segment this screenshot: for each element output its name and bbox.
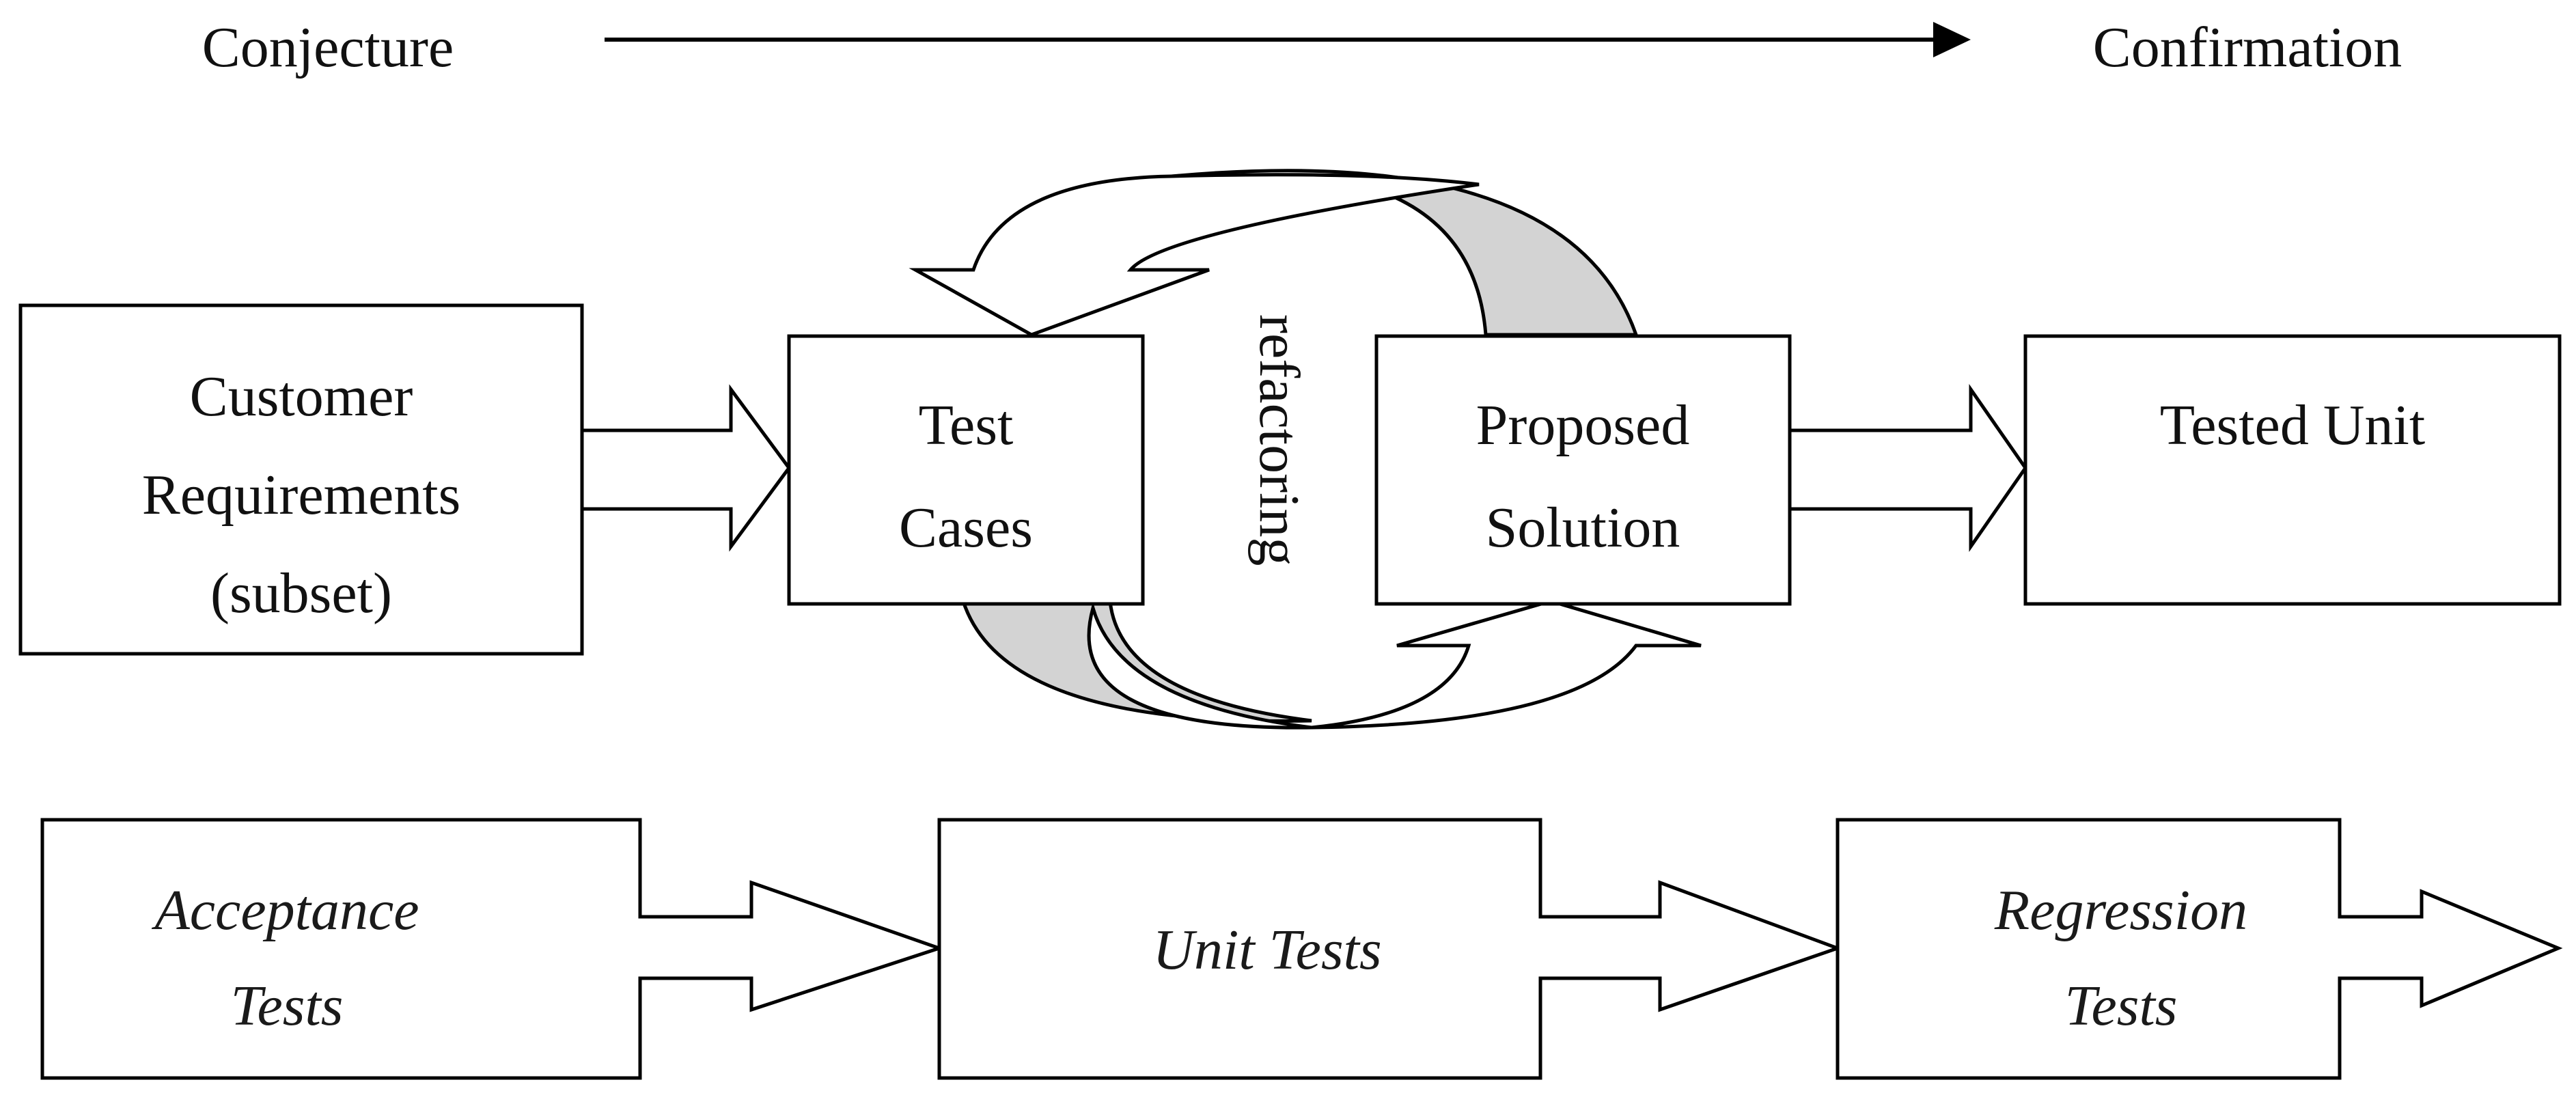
unit-tests-shape — [937, 818, 1843, 1080]
customer-requirements-line2: Requirements — [142, 463, 461, 527]
proposed-solution-line1: Proposed — [1476, 393, 1690, 457]
acceptance-tests-line2: Tests — [230, 974, 343, 1038]
timeline: Conjecture Confirmation — [202, 16, 2402, 79]
regression-tests-stage: Regression Tests — [1836, 818, 2563, 1080]
acceptance-tests-stage: Acceptance Tests — [40, 818, 945, 1080]
test-cases-line2: Cases — [899, 496, 1033, 559]
test-cases-line1: Test — [919, 393, 1014, 457]
arrow-requirements-to-tests — [580, 384, 792, 552]
timeline-arrowhead — [1933, 22, 1971, 57]
tested-unit-box: Tested Unit — [2023, 334, 2562, 606]
arrow-solution-to-unit — [1788, 384, 2028, 552]
customer-requirements-line1: Customer — [190, 365, 413, 428]
acceptance-tests-shape — [40, 818, 945, 1080]
customer-requirements-line3: (subset) — [210, 562, 392, 625]
acceptance-tests-line1: Acceptance — [151, 879, 419, 942]
tested-unit-label: Tested Unit — [2160, 393, 2425, 457]
timeline-end-label: Confirmation — [2093, 16, 2402, 79]
regression-tests-shape — [1836, 818, 2563, 1080]
refactoring-label: refactoring — [1247, 314, 1311, 566]
timeline-start-label: Conjecture — [202, 16, 454, 79]
proposed-solution-box: Proposed Solution — [1374, 334, 1792, 606]
regression-tests-line2: Tests — [2064, 974, 2177, 1038]
unit-tests-stage: Unit Tests — [937, 818, 1843, 1080]
unit-tests-label: Unit Tests — [1152, 918, 1381, 982]
top-cycle-shadow — [1171, 169, 1639, 337]
customer-requirements-box: Customer Requirements (subset) — [18, 303, 584, 656]
top-cycle-arrow — [909, 173, 1480, 337]
regression-tests-line1: Regression — [1994, 879, 2247, 942]
proposed-solution-line2: Solution — [1486, 496, 1680, 559]
test-cases-box: Test Cases — [787, 334, 1145, 606]
bottom-cycle-shadow — [960, 599, 1312, 723]
refactoring-cycle: refactoring — [909, 169, 1702, 730]
bottom-cycle-arrow — [1087, 599, 1702, 730]
